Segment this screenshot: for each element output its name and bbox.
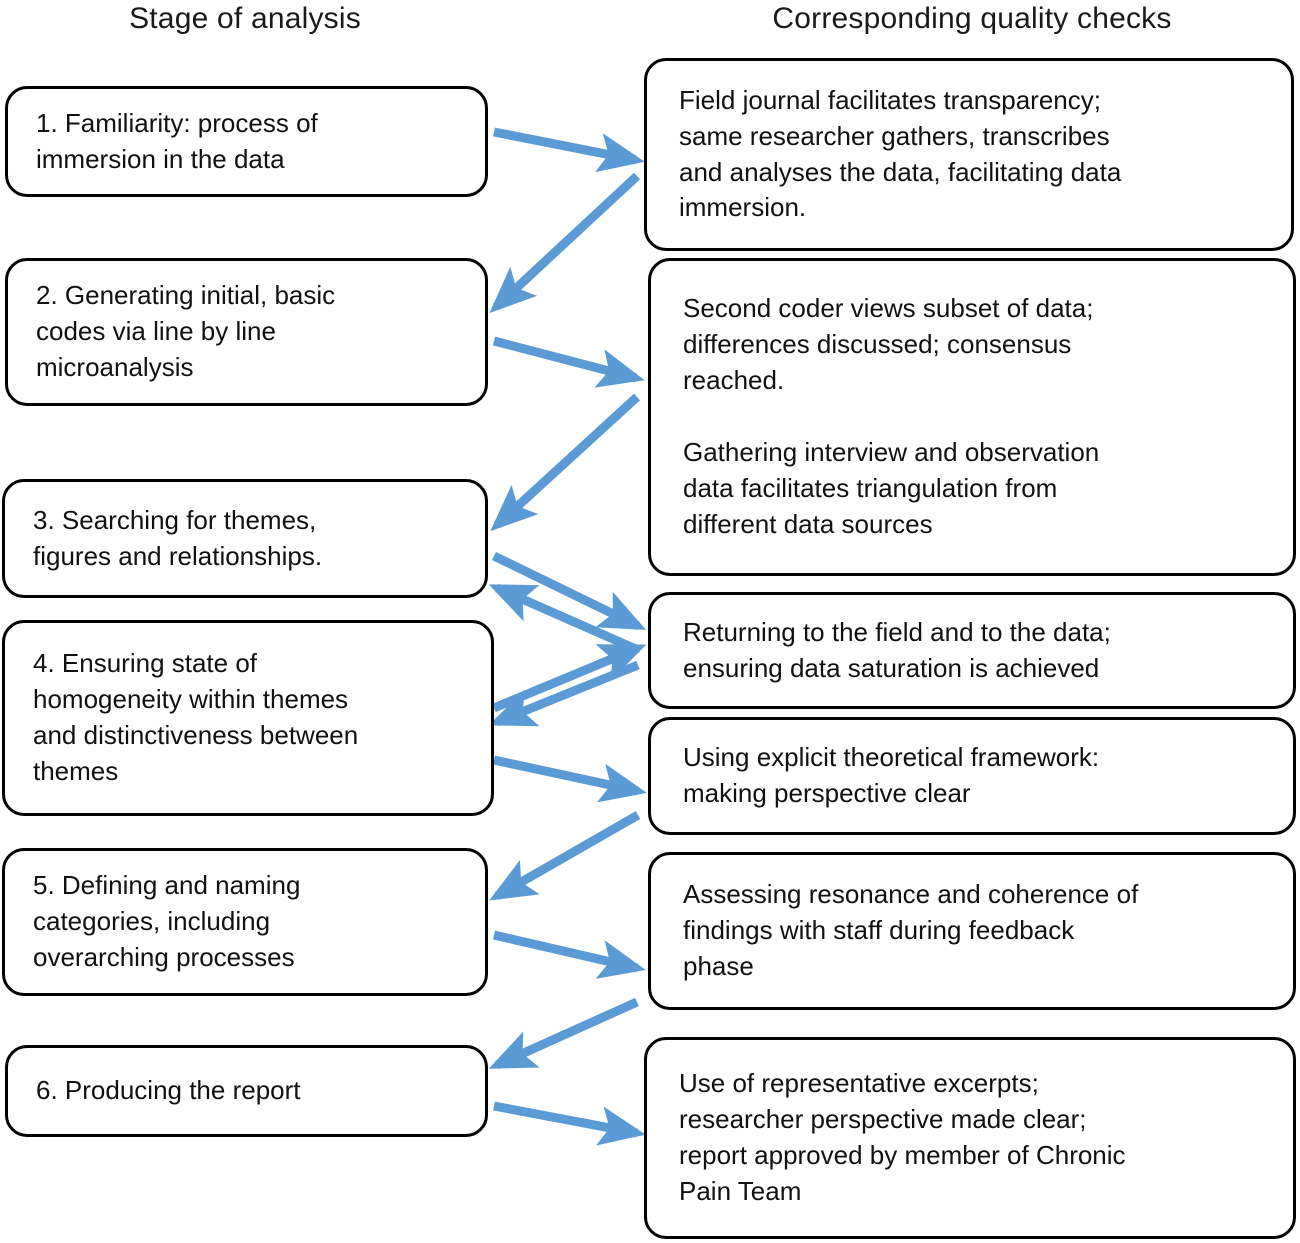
arrow-check3-to-stage4	[488, 660, 640, 727]
arrow-check1-to-stage2	[489, 172, 641, 314]
stage-box-3[interactable]: 3. Searching for themes, figures and rel…	[2, 479, 488, 598]
arrow-stage5-to-check5	[492, 930, 646, 979]
quality-check-box-6[interactable]: Use of representative excerpts; research…	[644, 1037, 1296, 1239]
arrow-stage4-to-check4	[493, 755, 647, 803]
stage-box-2-label: 2. Generating initial, basic codes via l…	[36, 280, 336, 382]
stage-box-1-label: 1. Familiarity: process of immersion in …	[36, 107, 318, 174]
arrow-stage1-to-check1	[493, 127, 645, 173]
quality-check-box-3[interactable]: Returning to the field and to the data; …	[648, 592, 1296, 709]
quality-check-box-4-label: Using explicit theoretical framework: ma…	[683, 742, 1100, 808]
quality-check-box-5-label: Assessing resonance and coherence of fin…	[683, 879, 1139, 981]
stage-box-1[interactable]: 1. Familiarity: process of immersion in …	[5, 86, 488, 197]
arrow-stage6-to-check6	[493, 1101, 646, 1146]
quality-check-box-5[interactable]: Assessing resonance and coherence of fin…	[648, 852, 1296, 1010]
quality-check-box-1-label: Field journal facilitates transparency; …	[679, 84, 1122, 223]
stage-box-4-label: 4. Ensuring state of homogeneity within …	[33, 648, 359, 786]
arrow-stage3-to-check3	[492, 551, 647, 631]
stage-box-5[interactable]: 5. Defining and naming categories, inclu…	[2, 848, 488, 996]
arrow-stage4-to-check3	[492, 643, 647, 713]
arrow-stage2-to-check2	[492, 336, 645, 388]
stage-box-2[interactable]: 2. Generating initial, basic codes via l…	[5, 258, 488, 406]
arrow-check3-to-stage3	[488, 583, 640, 655]
stage-box-5-label: 5. Defining and naming categories, inclu…	[33, 870, 301, 972]
quality-check-box-3-label: Returning to the field and to the data; …	[683, 616, 1111, 683]
quality-check-box-2[interactable]: Second coder views subset of data; diffe…	[648, 258, 1296, 576]
stage-box-3-label: 3. Searching for themes, figures and rel…	[33, 504, 323, 571]
arrow-check5-to-stage6	[488, 997, 639, 1070]
quality-check-box-2-label: Second coder views subset of data; diffe…	[683, 293, 1100, 539]
stage-box-6[interactable]: 6. Producing the report	[5, 1045, 488, 1137]
stage-box-4[interactable]: 4. Ensuring state of homogeneity within …	[2, 620, 494, 816]
arrow-check4-to-stage5	[489, 811, 641, 901]
column-header-quality-checks: Corresponding quality checks	[772, 2, 1172, 35]
column-header-stage-of-analysis: Stage of analysis	[129, 2, 361, 35]
arrow-check2-to-stage3	[490, 393, 641, 532]
quality-check-box-4[interactable]: Using explicit theoretical framework: ma…	[648, 717, 1296, 835]
quality-check-box-1[interactable]: Field journal facilitates transparency; …	[644, 58, 1294, 251]
stage-box-6-label: 6. Producing the report	[36, 1075, 301, 1106]
quality-check-box-6-label: Use of representative excerpts; research…	[679, 1068, 1126, 1206]
